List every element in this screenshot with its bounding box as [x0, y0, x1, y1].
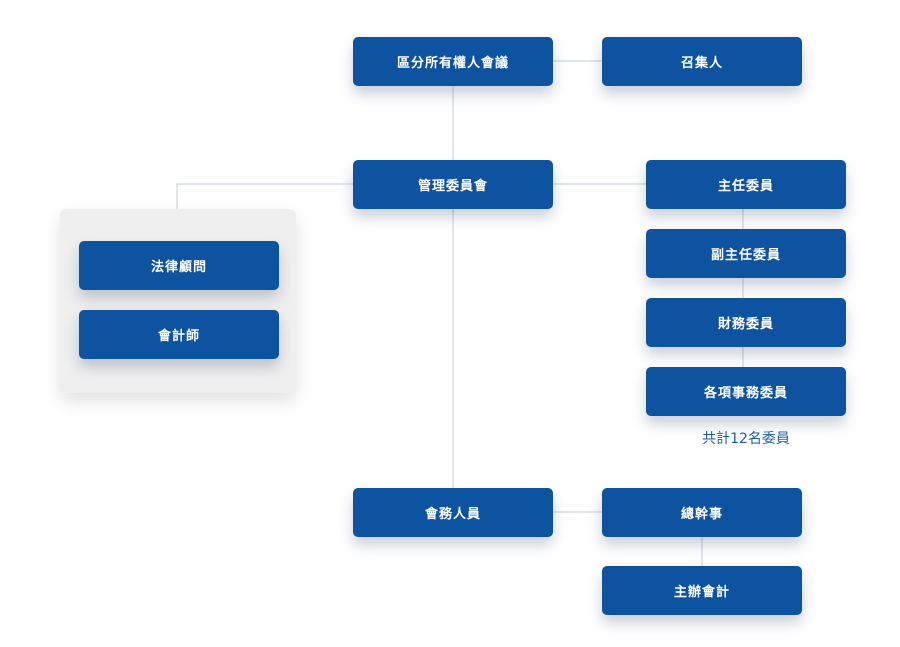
node-chairman[interactable]: 主任委員 [646, 160, 846, 209]
node-legal-advisor[interactable]: 法律顧問 [79, 241, 279, 290]
node-chief-accountant[interactable]: 主辦會計 [602, 566, 802, 615]
committee-count-note: 共計12名委員 [702, 431, 790, 447]
node-general-secretary[interactable]: 總幹事 [602, 488, 802, 537]
node-staff[interactable]: 會務人員 [353, 488, 553, 537]
node-management-committee[interactable]: 管理委員會 [353, 160, 553, 209]
connector-committee-advisors [176, 183, 353, 209]
node-convener[interactable]: 召集人 [602, 37, 802, 86]
node-owners-meeting[interactable]: 區分所有權人會議 [353, 37, 553, 86]
node-finance-committee[interactable]: 財務委員 [646, 298, 846, 347]
node-accountant[interactable]: 會計師 [79, 310, 279, 359]
node-vice-chairman[interactable]: 副主任委員 [646, 229, 846, 278]
advisor-panel [60, 209, 296, 393]
node-affairs-committee[interactable]: 各項事務委員 [646, 367, 846, 416]
